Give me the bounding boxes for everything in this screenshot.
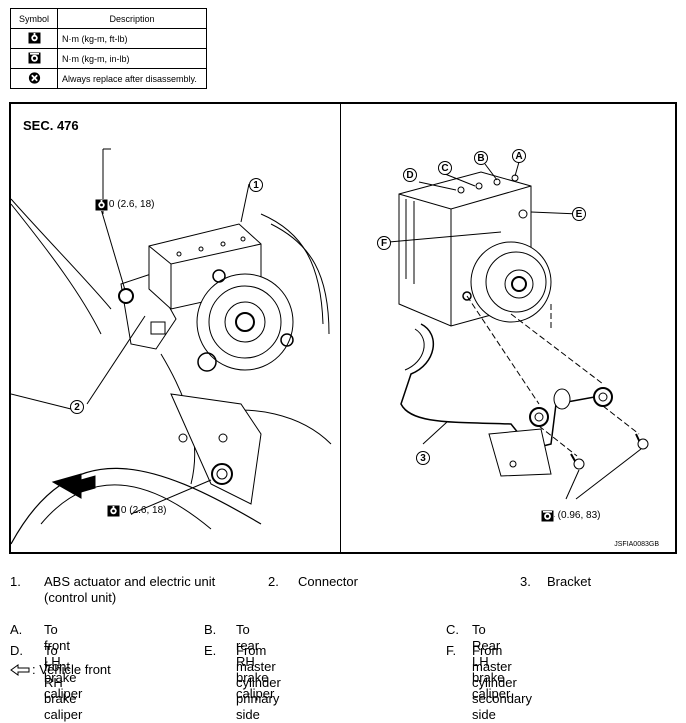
callout-b: B — [474, 151, 488, 165]
arrow-left-outline-icon — [10, 663, 30, 676]
legend-num-3: 3. — [520, 574, 531, 589]
legend-num-a: A. — [10, 622, 23, 637]
torque-wrench-small-icon — [541, 510, 554, 522]
legend-num-f: F. — [446, 643, 457, 658]
torque-wrench-icon — [107, 505, 120, 517]
vehicle-front-label: : Vehicle front — [32, 662, 111, 677]
legend-num-2: 2. — [268, 574, 279, 589]
legend-text-1: ABS actuator and electric unit (control … — [44, 574, 216, 605]
torque-value-bottom: 25.0 (2.6, 18) — [107, 505, 167, 516]
callout-c: C — [438, 161, 452, 175]
callout-2: 2 — [70, 400, 84, 414]
legend-num-d: D. — [10, 643, 23, 658]
description-header: Description — [57, 8, 207, 29]
torque-value-right: 9.4 (0.96, 83) — [541, 510, 601, 521]
torque-wrench-small-icon — [28, 52, 40, 63]
callout-d: D — [403, 168, 417, 182]
legend-num-1: 1. — [10, 574, 21, 589]
legend-text-e: From master cylinder primary side — [236, 643, 281, 722]
figure-code: JSFIA0083GB — [614, 541, 659, 548]
legend-text-d: To front RH brake caliper — [44, 643, 83, 722]
panel-divider — [340, 104, 341, 552]
symbol-desc-2: N·m (kg-m, in-lb) — [57, 48, 207, 69]
symbol-table: Symbol Description N·m (kg-m, ft-lb) N·m… — [10, 8, 207, 89]
symbol-header: Symbol — [10, 8, 58, 29]
torque-wrench-icon — [28, 32, 40, 43]
symbol-desc-1: N·m (kg-m, ft-lb) — [57, 28, 207, 49]
callout-f: F — [377, 236, 391, 250]
section-label: SEC. 476 — [23, 118, 79, 133]
legend-text-2: Connector — [298, 574, 358, 589]
callout-1: 1 — [249, 178, 263, 192]
callout-3: 3 — [416, 451, 430, 465]
vehicle-front-note: : Vehicle front — [10, 662, 111, 677]
legend-num-e: E. — [204, 643, 217, 658]
torque-spec-top: 25.0 (2.6, 18) — [95, 199, 155, 211]
legend-num-c: C. — [446, 622, 459, 637]
torque-value-top: 25.0 (2.6, 18) — [95, 199, 155, 210]
always-replace-icon — [28, 71, 40, 84]
callout-a: A — [512, 149, 526, 163]
exploded-view-figure: SEC. 476 25.0 (2.6, 18) 25.0 (2.6, 18) 9… — [9, 102, 677, 554]
torque-wrench-icon — [95, 199, 108, 211]
symbol-desc-3: Always replace after disassembly. — [57, 68, 207, 89]
legend-num-b: B. — [204, 622, 217, 637]
torque-spec-right: 9.4 (0.96, 83) — [541, 510, 601, 522]
torque-spec-bottom: 25.0 (2.6, 18) — [107, 505, 167, 517]
callout-e: E — [572, 207, 586, 221]
legend-text-3: Bracket — [547, 574, 592, 589]
legend-text-f: From master cylinder secondary side — [472, 643, 532, 722]
figure-drawing — [11, 148, 649, 545]
